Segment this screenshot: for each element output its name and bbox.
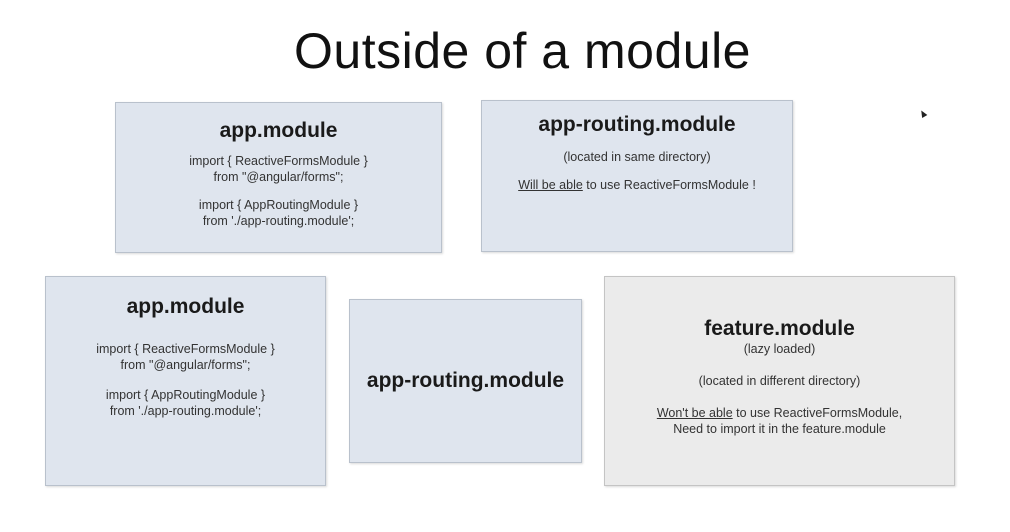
need-import-note: Need to import it in the feature.module [673,422,886,436]
slide-title: Outside of a module [294,23,751,79]
unable-rest: to use ReactiveFormsModule, [732,406,903,420]
app-routing-module-box-bottom: app-routing.module [349,299,582,463]
unable-statement: Won't be able to use ReactiveFormsModule… [605,405,954,437]
able-underlined: Will be able [518,178,583,192]
location-note: (located in same directory) [563,150,711,164]
feature-module-box: feature.module (lazy loaded) (located in… [604,276,955,486]
able-rest: to use ReactiveFormsModule ! [582,178,756,192]
import-line: import { ReactiveFormsModule } [96,342,275,356]
import-line: import { ReactiveFormsModule } [189,154,368,168]
mouse-cursor-icon [918,108,928,119]
import-line: import { AppRoutingModule } [198,198,359,212]
box-heading: app.module [126,295,245,318]
box-heading: feature.module [704,317,855,340]
import-line: from './app-routing.module'; [202,214,355,228]
import-app-routing: import { AppRoutingModule } from './app-… [46,387,325,419]
box-heading: app-routing.module [366,369,565,392]
import-line: import { AppRoutingModule } [105,388,266,402]
box-heading: app-routing.module [538,113,736,136]
app-module-box-bottom: app.module import { ReactiveFormsModule … [45,276,326,486]
import-app-routing: import { AppRoutingModule } from './app-… [116,197,441,229]
import-reactive-forms: import { ReactiveFormsModule } from "@an… [46,341,325,373]
import-line: from "@angular/forms"; [120,358,251,372]
location-note: (located in different directory) [698,374,861,388]
app-module-box-top: app.module import { ReactiveFormsModule … [115,102,442,253]
app-routing-module-box-top: app-routing.module (located in same dire… [481,100,793,252]
import-line: from './app-routing.module'; [109,404,262,418]
import-line: from "@angular/forms"; [213,170,344,184]
lazy-loaded-note: (lazy loaded) [743,342,816,356]
unable-underlined: Won't be able [656,406,733,420]
import-reactive-forms: import { ReactiveFormsModule } from "@an… [116,153,441,185]
box-heading: app.module [219,119,338,142]
able-statement: Will be able to use ReactiveFormsModule … [482,177,792,193]
